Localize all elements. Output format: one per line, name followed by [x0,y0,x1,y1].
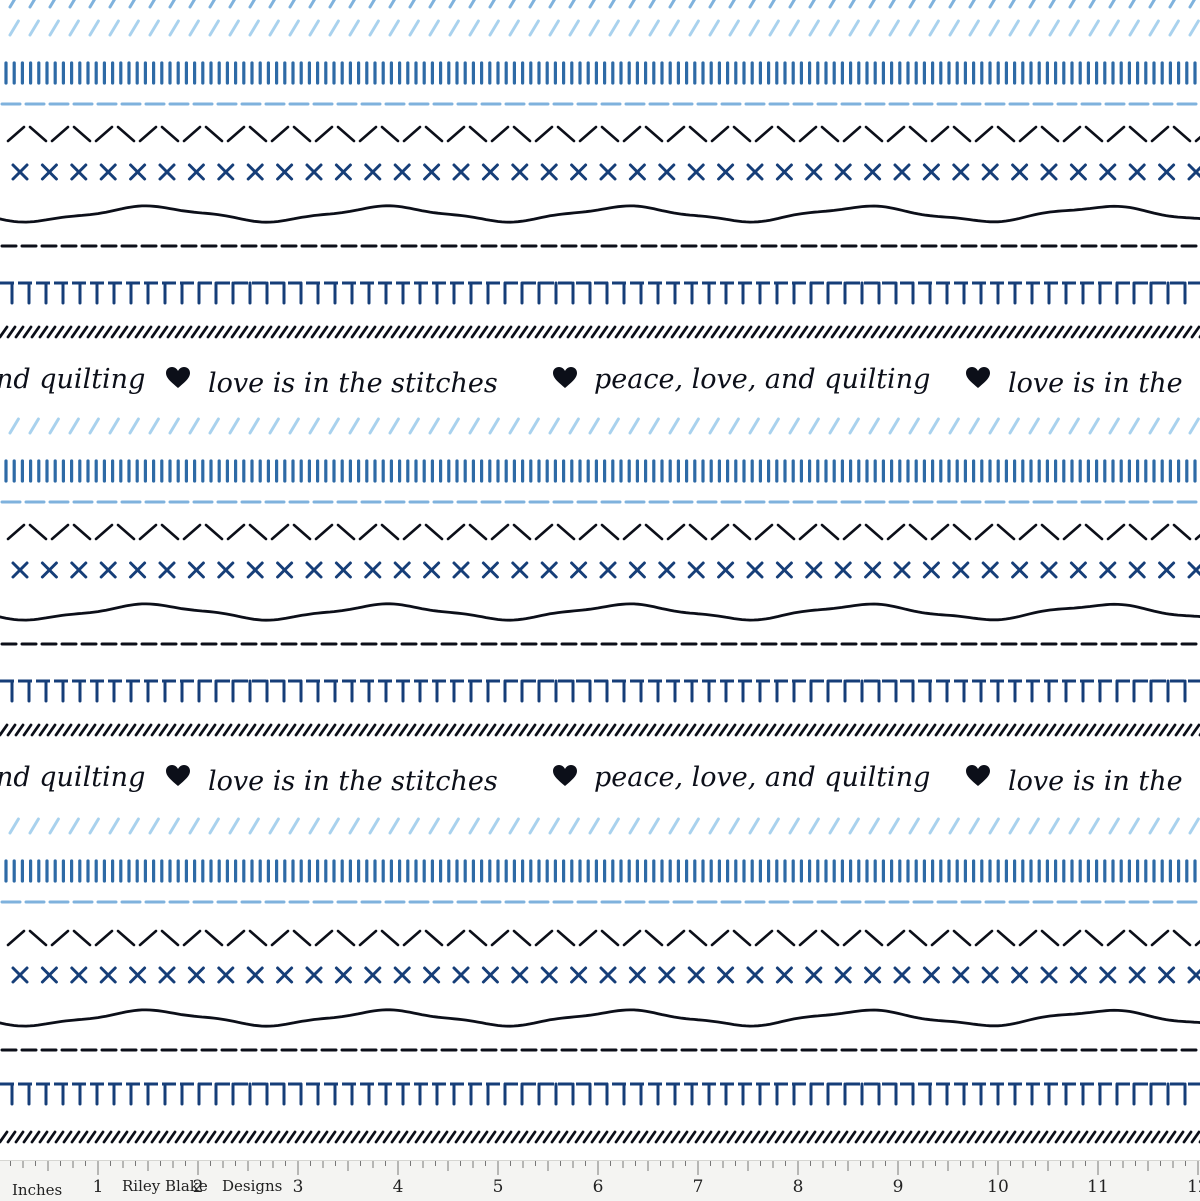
navy-cross-stitch-row [11,561,1200,579]
light-blue-slash-row [8,417,1200,435]
ruler-number: 5 [492,1177,504,1197]
ruler-number: 6 [592,1177,604,1197]
blue-comb-stitch-row [0,679,1200,703]
black-wavy-line [0,1008,1200,1028]
blue-vertical-stitch-row [4,859,1197,883]
black-chevron-row [6,929,1200,947]
ruler-number: 3 [292,1177,304,1197]
stitch-pattern [0,0,1200,1144]
black-diagonal-hatch-row [0,1130,1200,1144]
ruler-number: 8 [792,1177,804,1197]
ruler-number: 2 [192,1177,204,1197]
light-blue-slash-row [8,0,1196,9]
light-blue-slash-row [8,817,1200,835]
ruler-number: 4 [392,1177,404,1197]
black-wavy-line [0,602,1200,622]
black-chevron-row [6,125,1200,143]
ruler-ticks [10,1161,1199,1175]
navy-cross-stitch-row [11,163,1200,181]
ruler-number: 7 [692,1177,704,1197]
ruler-number: 10 [987,1177,1009,1197]
black-wavy-line [0,204,1200,224]
blue-comb-stitch-row [0,281,1200,305]
ruler-brand: Riley Blake [122,1177,208,1195]
black-diagonal-hatch-row [0,325,1200,339]
ruler-designs: Designs [222,1177,283,1195]
ruler-number: 11 [1087,1177,1109,1197]
navy-cross-stitch-row [11,966,1200,984]
ruler-number: 12 [1187,1177,1200,1197]
ruler-number: 1 [92,1177,104,1197]
black-chevron-row [6,523,1200,541]
blue-vertical-stitch-row [4,459,1197,483]
light-blue-slash-row [8,19,1200,37]
blue-comb-stitch-row [0,1082,1200,1106]
ruler-number: 9 [892,1177,904,1197]
ruler-unit-label: Inches [12,1181,63,1199]
black-diagonal-hatch-row [0,723,1200,737]
blue-vertical-stitch-row [4,61,1197,85]
